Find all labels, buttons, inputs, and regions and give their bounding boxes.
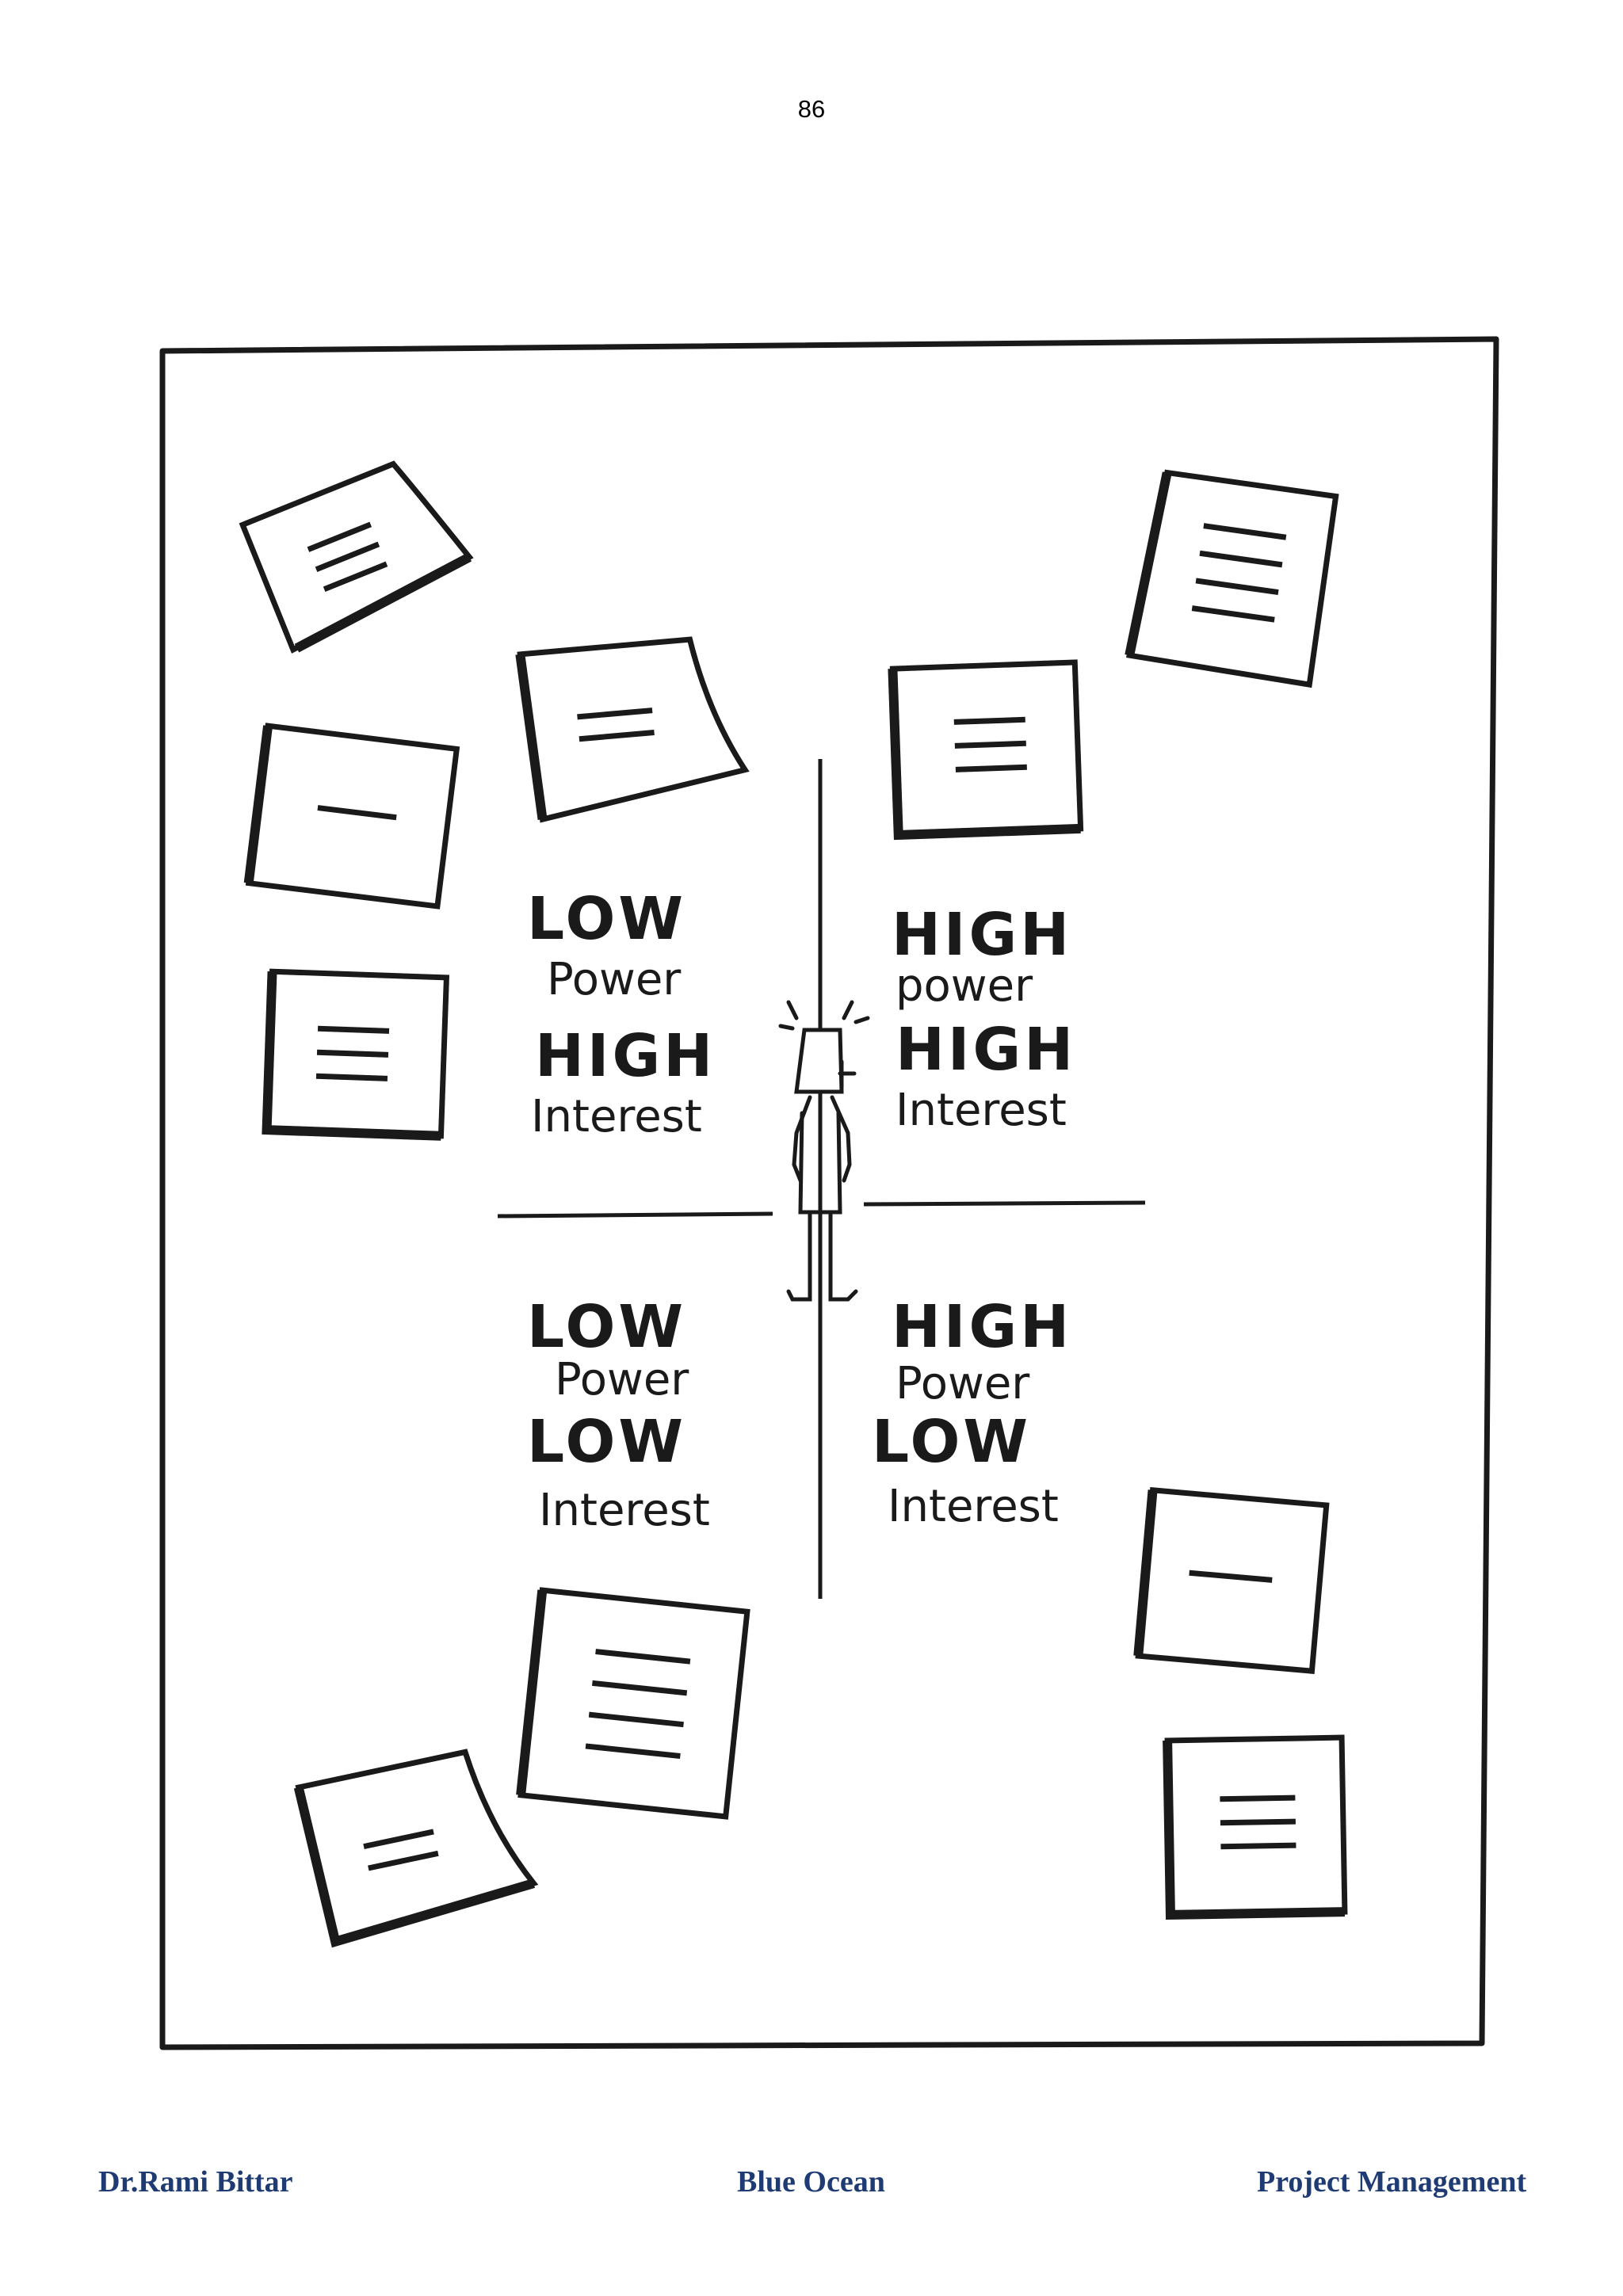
quadrant-tr-interest-label: Interest — [896, 1085, 1067, 1136]
quadrant-tl-interest-level: HIGH — [535, 1022, 716, 1090]
quadrant-tr-power-label: power — [896, 960, 1033, 1012]
sticky-note — [239, 460, 474, 654]
horizontal-axis-right — [863, 1200, 1146, 1207]
sticky-note — [1163, 1734, 1348, 1920]
quadrant-br-power-level: HIGH — [892, 1293, 1072, 1361]
sketch-frame — [159, 336, 1499, 2050]
sticky-note — [515, 636, 750, 823]
footer-subject: Project Management — [1257, 2165, 1527, 2199]
quadrant-tl-power-level: LOW — [527, 885, 686, 953]
sticky-note — [516, 1587, 750, 1820]
quadrant-bl-power-label: Power — [555, 1354, 689, 1405]
footer-center: Blue Ocean — [737, 2165, 885, 2199]
sticky-note — [243, 723, 460, 910]
quadrant-tl-power-label: Power — [547, 954, 682, 1005]
page-number: 86 — [797, 95, 826, 123]
sticky-note — [1125, 469, 1339, 688]
sticky-note — [1133, 1487, 1330, 1674]
quadrant-bl-power-level: LOW — [527, 1293, 686, 1361]
stick-figure — [778, 992, 870, 1302]
quadrant-br-power-label: Power — [896, 1358, 1030, 1409]
quadrant-tr-power-level: HIGH — [892, 901, 1072, 969]
quadrant-tr-interest-level: HIGH — [896, 1016, 1076, 1084]
sticky-note — [888, 659, 1084, 841]
quadrant-bl-interest-label: Interest — [539, 1485, 710, 1536]
footer-author: Dr.Rami Bittar — [98, 2165, 293, 2199]
quadrant-tl-interest-label: Interest — [531, 1091, 702, 1142]
quadrant-br-interest-label: Interest — [888, 1481, 1059, 1532]
sticky-note — [293, 1749, 539, 1948]
sticky-note — [262, 968, 450, 1141]
horizontal-axis-left — [497, 1211, 773, 1219]
quadrant-br-interest-level: LOW — [872, 1408, 1031, 1476]
quadrant-bl-interest-level: LOW — [527, 1408, 686, 1476]
